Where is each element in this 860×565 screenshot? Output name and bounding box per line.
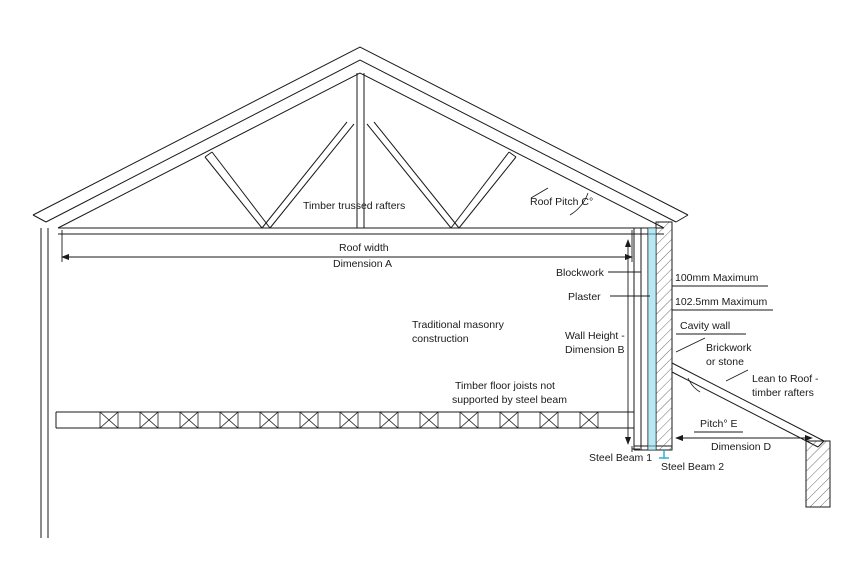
cavity-void-fill xyxy=(648,228,656,450)
lean-to-pitch-arc xyxy=(687,377,701,393)
label-wall-height-line2: Dimension B xyxy=(565,344,625,356)
label-dimension-a: Dimension A xyxy=(333,258,392,270)
label-blockwork: Blockwork xyxy=(556,267,604,279)
label-plaster: Plaster xyxy=(568,291,601,303)
label-timber-floor-joists-line1: Timber floor joists not xyxy=(455,380,555,392)
steel-beam-2-marker xyxy=(659,449,669,459)
label-timber-floor-joists-line2: supported by steel beam xyxy=(452,394,567,406)
label-cavity-wall: Cavity wall xyxy=(680,320,731,332)
label-100mm-maximum: 100mm Maximum xyxy=(675,272,759,284)
roof-structure xyxy=(32,46,689,235)
outbuilding-wall xyxy=(805,440,831,508)
label-steel-beam-2: Steel Beam 2 xyxy=(661,461,725,473)
label-wall-height-line1: Wall Height - xyxy=(565,330,625,342)
label-102-5mm-maximum: 102.5mm Maximum xyxy=(675,296,768,308)
cavity-wall-hatch xyxy=(655,221,673,451)
label-pitch-e: Pitch° E xyxy=(700,418,738,430)
label-lean-to-roof-line1: Lean to Roof - xyxy=(752,373,819,385)
label-roof-pitch-c: Roof Pitch C° xyxy=(530,196,594,208)
label-brickwork-line2: or stone xyxy=(706,356,744,368)
label-roof-width: Roof width xyxy=(339,242,389,254)
label-underlines xyxy=(672,285,773,433)
floor-joist-hatching xyxy=(99,411,599,429)
label-dimension-d: Dimension D xyxy=(711,441,772,453)
leader-lines xyxy=(530,187,749,452)
label-traditional-masonry-line2: construction xyxy=(412,333,469,345)
label-steel-beam-1: Steel Beam 1 xyxy=(589,452,653,464)
label-traditional-masonry-line1: Traditional masonry xyxy=(412,319,504,331)
label-timber-trussed-rafters: Timber trussed rafters xyxy=(303,200,406,212)
label-brickwork-line1: Brickwork xyxy=(706,342,752,354)
dimension-roof-width xyxy=(61,230,633,262)
label-lean-to-roof-line2: timber rafters xyxy=(752,387,814,399)
roof-pitch-arc xyxy=(569,192,589,216)
